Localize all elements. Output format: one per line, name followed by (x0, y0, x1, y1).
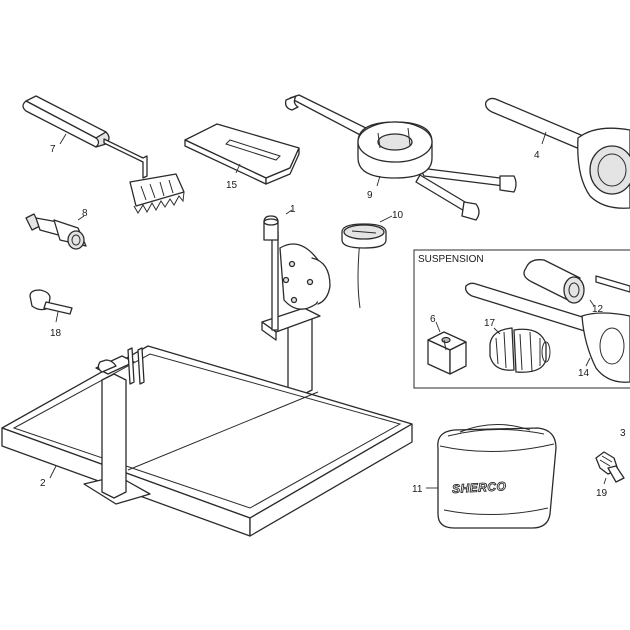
callout-14: 14 (578, 368, 590, 379)
callout-7: 7 (50, 144, 56, 155)
part-17-split-collets (489, 327, 551, 373)
callout-17: 17 (484, 318, 496, 329)
callout-4: 4 (534, 150, 540, 161)
part-1-engine-stand (261, 215, 331, 397)
part-9-flywheel-puller (284, 94, 517, 221)
callout-2: 2 (40, 478, 46, 489)
part-15-shim-plate (184, 123, 300, 185)
leader-19 (603, 477, 607, 485)
part-8-adapter (25, 213, 87, 250)
suspension-box (413, 249, 630, 389)
leader-12 (589, 299, 595, 307)
part-14-hook-wrench (464, 275, 630, 383)
leader-18 (55, 311, 59, 323)
part-6-block (427, 331, 467, 375)
part-10-gauge (341, 223, 387, 309)
part-18-pin (29, 289, 73, 315)
part-4-pin-wrench (484, 97, 630, 209)
callout-3: 3 (620, 428, 626, 439)
leader-4 (541, 131, 547, 145)
callout-10: 10 (392, 210, 404, 221)
leader-2 (49, 465, 57, 479)
leader-17 (493, 327, 501, 335)
leader-9 (376, 175, 381, 187)
leader-8 (77, 215, 85, 221)
leader-1 (285, 209, 293, 215)
callout-18: 18 (50, 328, 62, 339)
callout-1: 1 (290, 204, 296, 215)
part-2-tray-stand (1, 345, 413, 537)
part-19-valve (595, 451, 625, 483)
leader-7 (59, 133, 67, 145)
suspension-label: SUSPENSION (418, 254, 484, 265)
callout-12: 12 (592, 304, 604, 315)
callout-19: 19 (596, 488, 608, 499)
part-12-cylinder-tool (523, 259, 585, 304)
callout-8: 8 (82, 208, 88, 219)
callout-6: 6 (430, 314, 436, 325)
callout-9: 9 (367, 190, 373, 201)
leader-15 (235, 163, 241, 174)
part-11-tool-bag (437, 423, 557, 529)
callout-11: 11 (412, 484, 423, 495)
part-7-scraper-tool (22, 95, 185, 214)
callout-15: 15 (226, 180, 238, 191)
leader-14 (585, 357, 591, 367)
leader-10 (379, 215, 393, 223)
leader-6 (435, 321, 441, 333)
bag-brand: SHERCO (452, 479, 507, 496)
